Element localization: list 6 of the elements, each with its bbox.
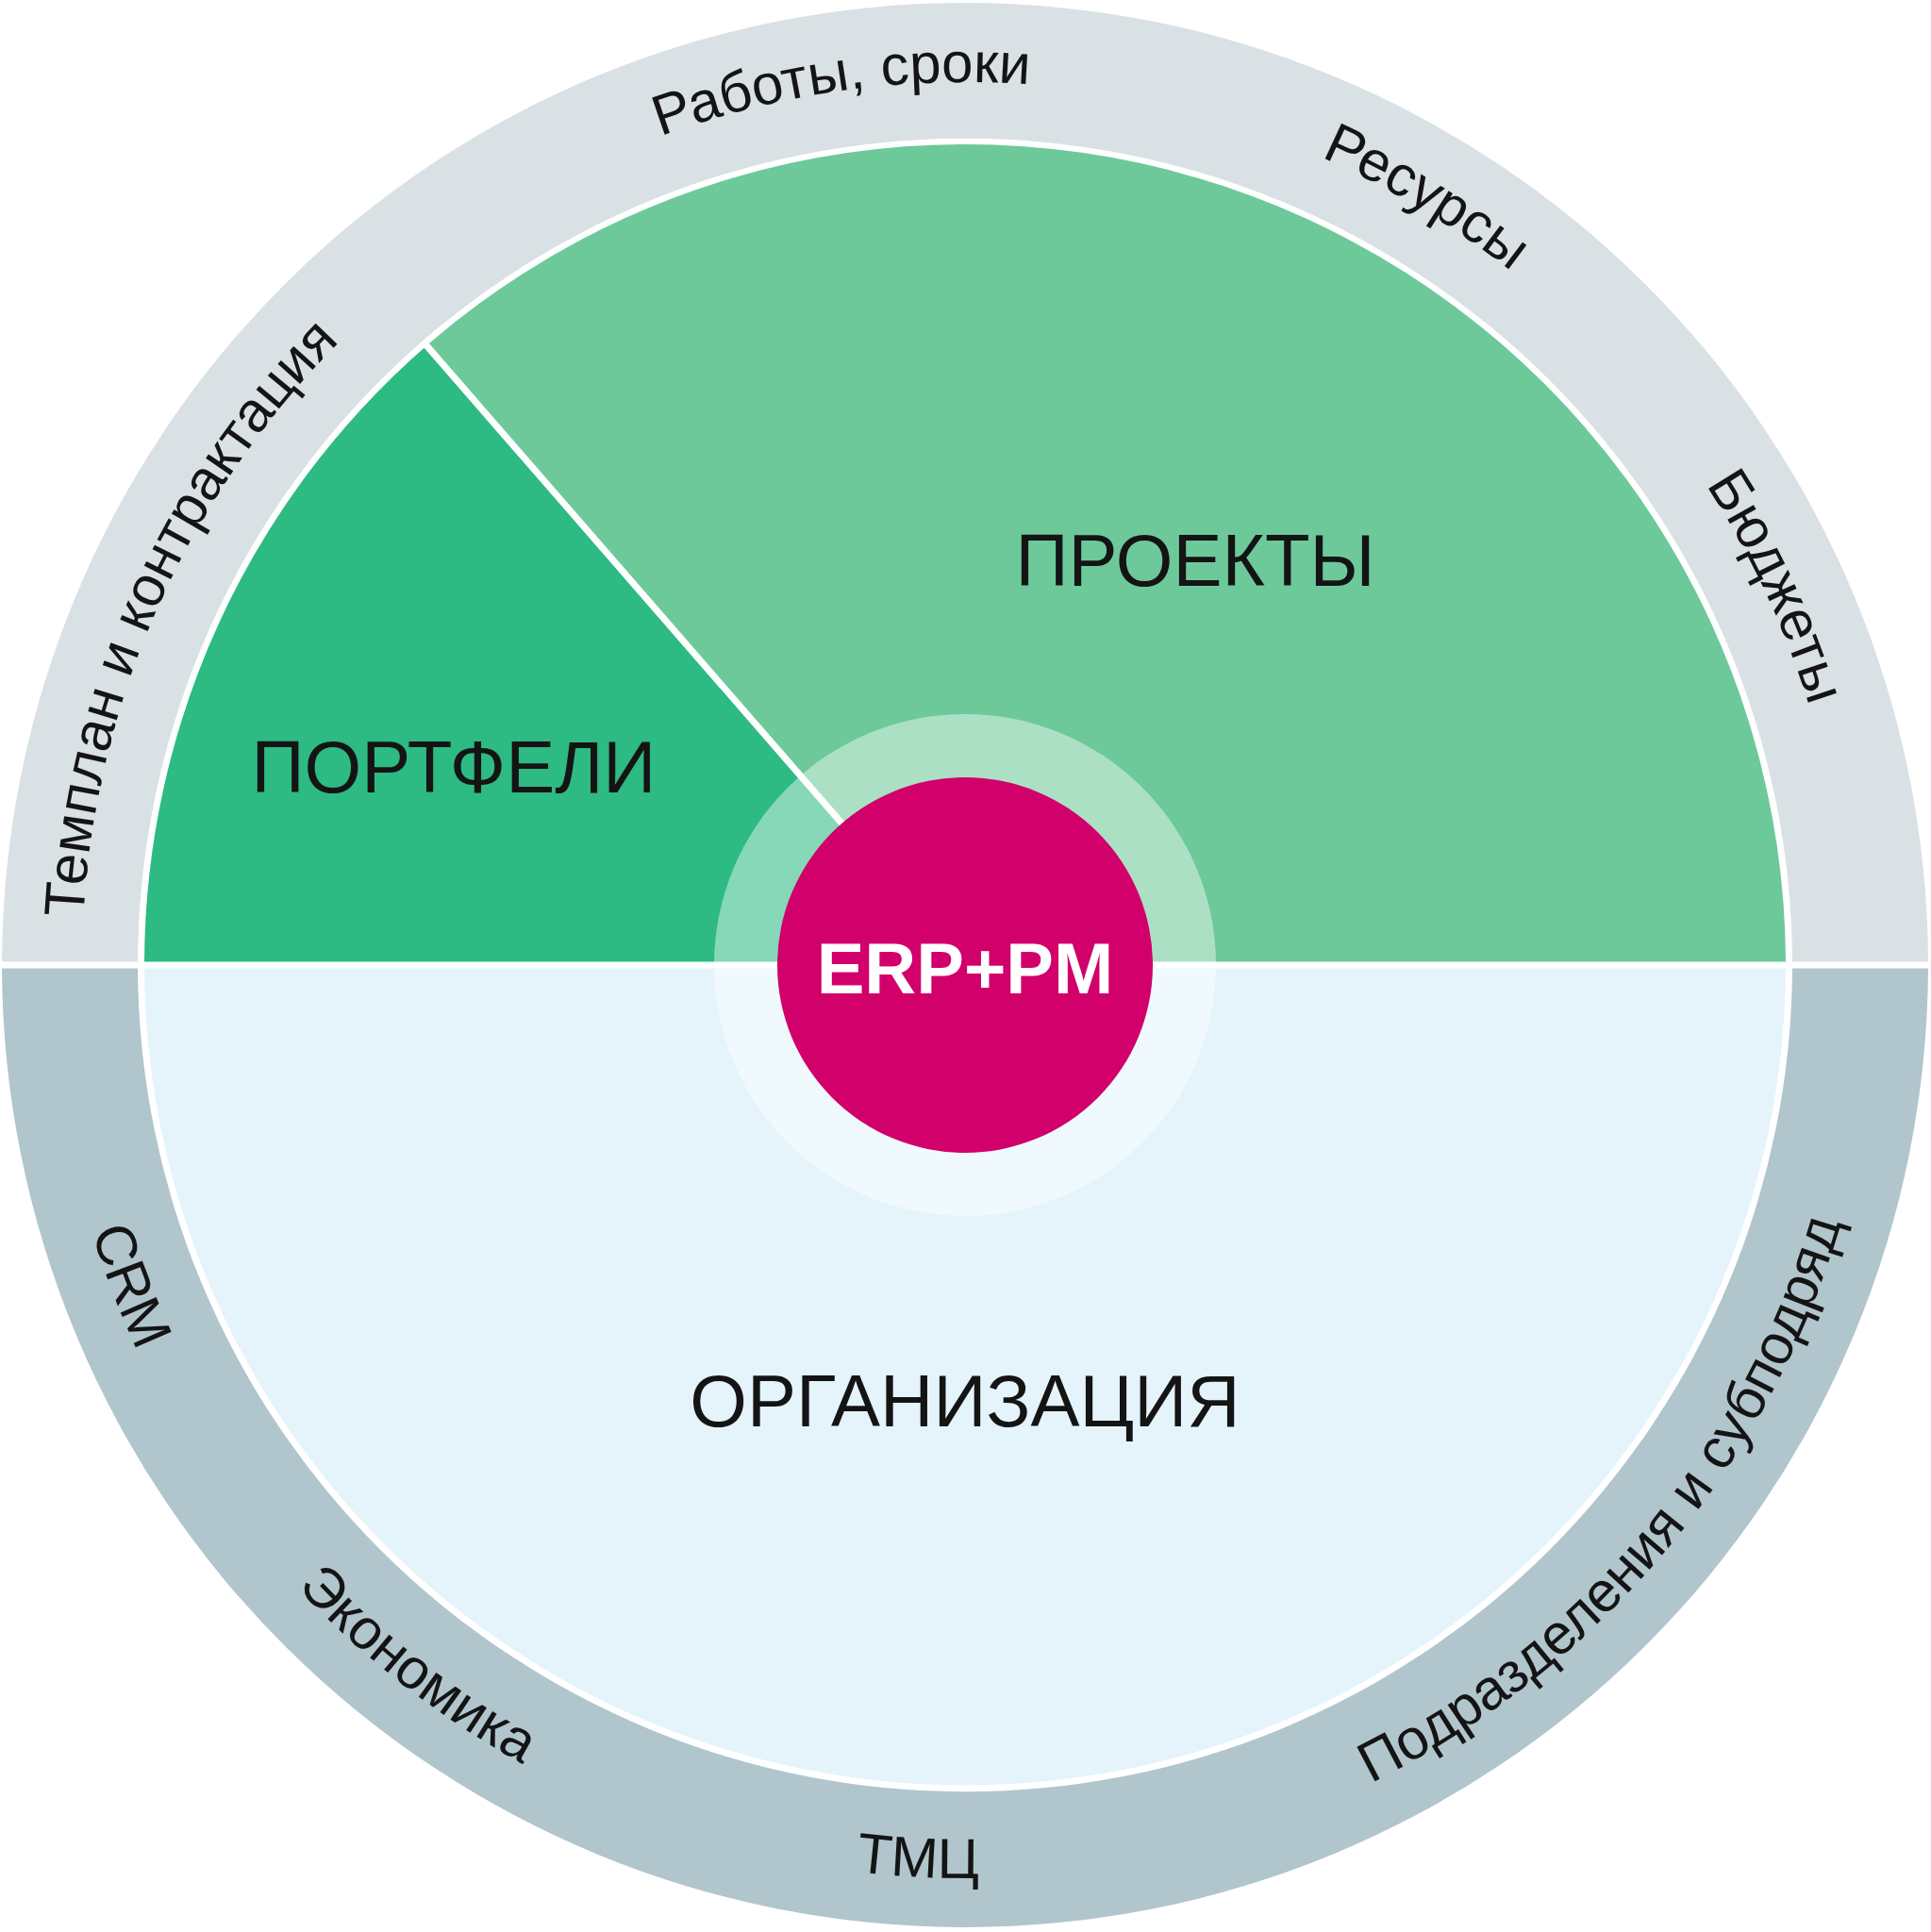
sector-label: ОРГАНИЗАЦИЯ [690,1359,1240,1442]
ring-label: Работы, сроки [643,30,1033,148]
ring-label: ТМЦ [854,1821,980,1891]
sector-label: ПОРТФЕЛИ [251,725,657,808]
center-label: ERP+PM [816,927,1114,1008]
sector-label: ПРОЕКТЫ [1015,519,1375,602]
